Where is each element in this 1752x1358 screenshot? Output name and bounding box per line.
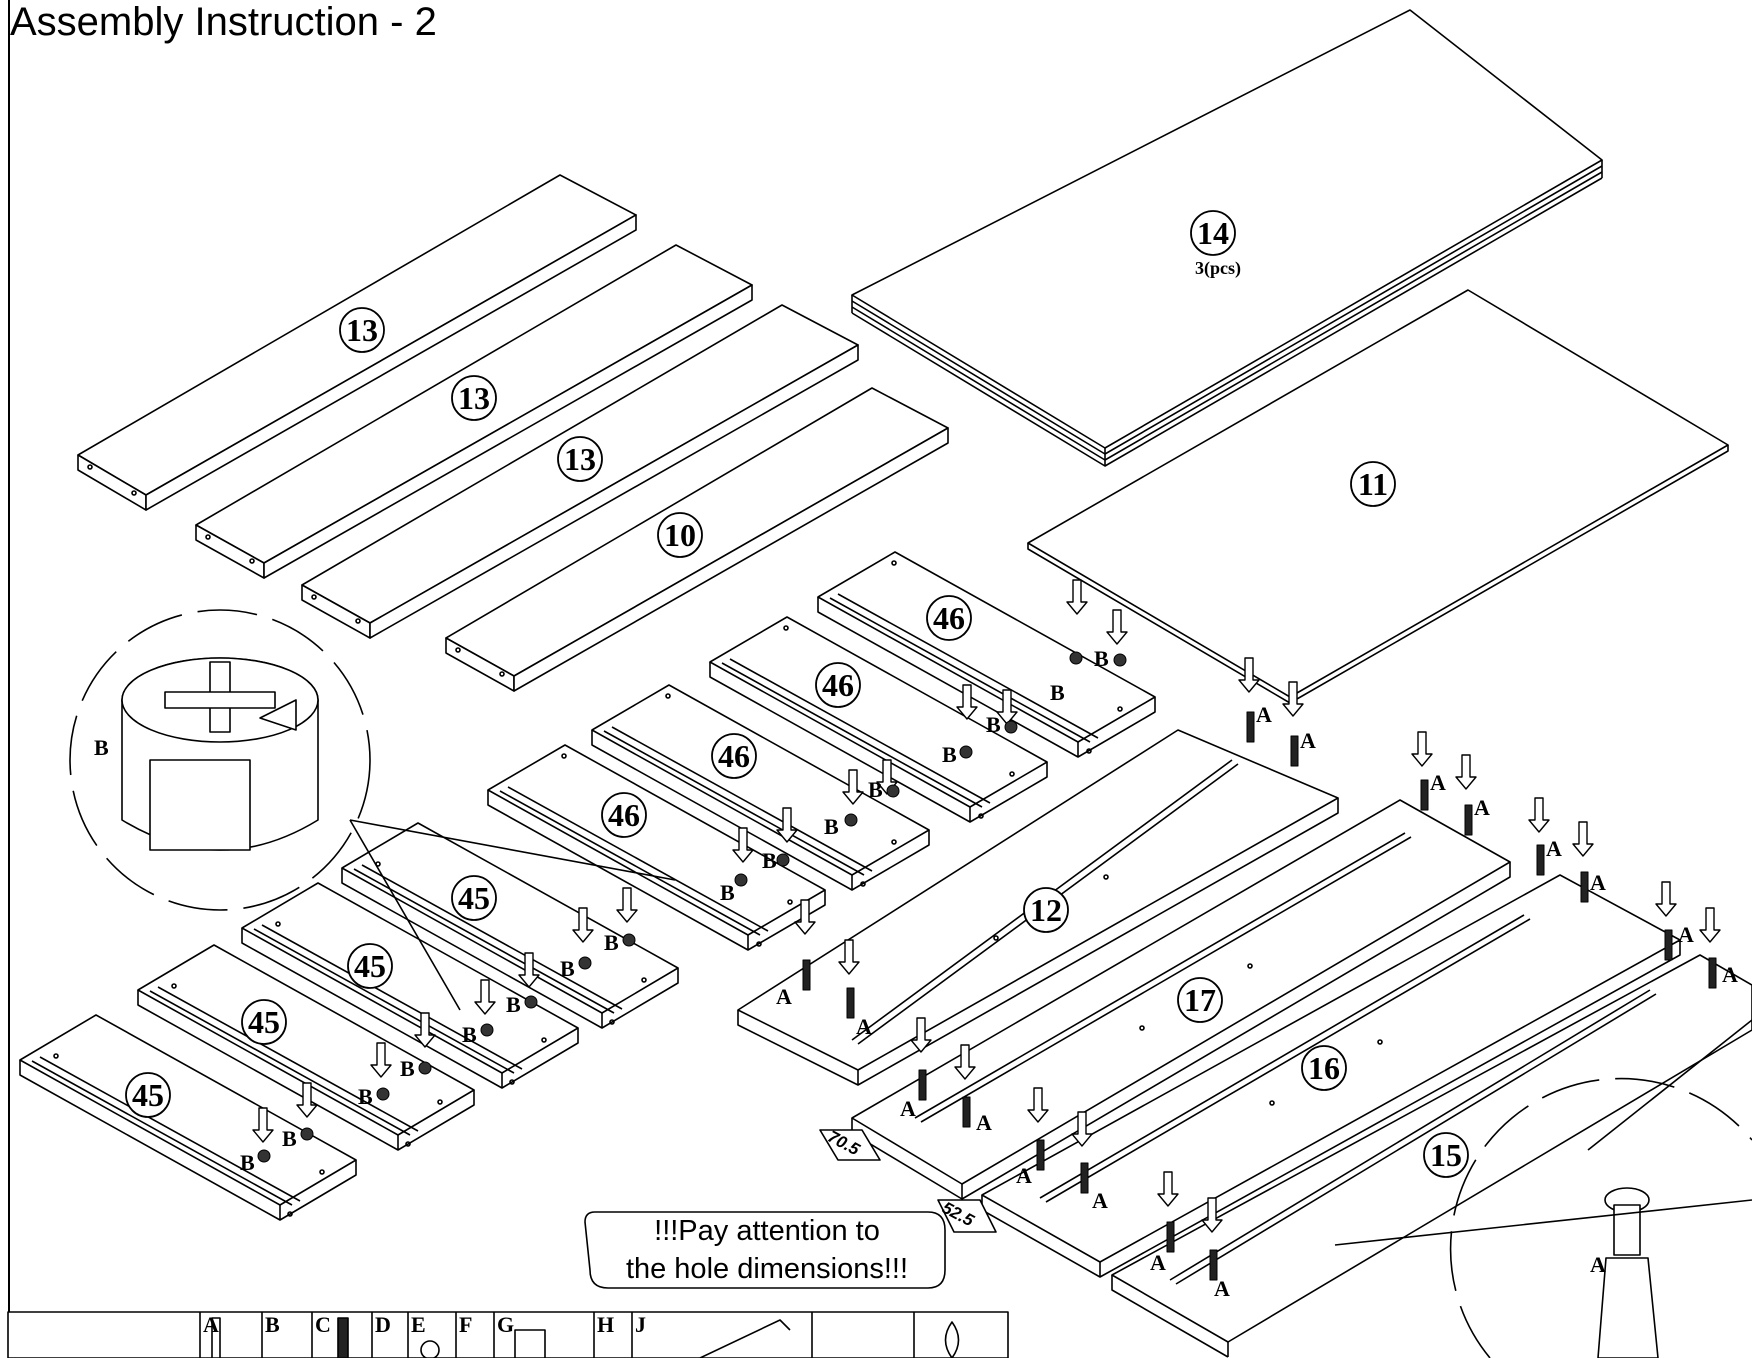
fastener-label-a: A: [900, 1096, 916, 1121]
hardware-header-h: H: [597, 1312, 614, 1337]
note-line-2: the hole dimensions!!!: [626, 1253, 908, 1285]
fastener-label-a: A: [1016, 1163, 1032, 1188]
part-label-12: 12: [1030, 892, 1062, 928]
board-46b: [709, 616, 1048, 823]
fastener-label-a: A: [1546, 836, 1562, 861]
fastener-label-a: A: [1300, 728, 1316, 753]
hardware-header-g: G: [497, 1312, 514, 1337]
page-title: Assembly Instruction - 2: [10, 0, 437, 44]
fastener-label-a: A: [1474, 795, 1490, 820]
fastener-label-b: B: [506, 992, 521, 1017]
part-label-46b: 46: [822, 667, 854, 703]
fastener-label-b: B: [986, 712, 1001, 737]
fastener-label-a: A: [1590, 870, 1606, 895]
fastener-label-b: B: [942, 742, 957, 767]
fastener-label-a: A: [1214, 1276, 1230, 1301]
hardware-header-a: A: [203, 1312, 219, 1337]
fastener-label-b: B: [282, 1126, 297, 1151]
dimension-tag-70-5: [819, 1129, 881, 1161]
fastener-label-b: B: [1050, 680, 1065, 705]
part-label-10: 10: [664, 517, 696, 553]
hardware-header-b: B: [265, 1312, 280, 1337]
part-label-11: 11: [1358, 466, 1388, 502]
board-45b: [241, 882, 579, 1089]
fastener-label-b: B: [400, 1056, 415, 1081]
fastener-label-a: A: [1722, 962, 1738, 987]
fastener-label-a: A: [776, 984, 792, 1009]
part-label-46c: 46: [718, 738, 750, 774]
fastener-label-b: B: [604, 930, 619, 955]
hardware-header-f: F: [459, 1312, 472, 1337]
part-circles: [125, 210, 1469, 1178]
fastener-label-b: B: [358, 1084, 373, 1109]
fastener-label-a: A: [1092, 1188, 1108, 1213]
part-label-13b: 13: [458, 380, 490, 416]
hardware-header-e: E: [411, 1312, 426, 1337]
cam-dowel-detail: [1334, 1019, 1752, 1358]
fastener-label-a: A: [856, 1014, 872, 1039]
board-45a: [341, 822, 679, 1029]
note-balloon: [584, 1211, 946, 1289]
note-line-1: !!!Pay attention to: [654, 1215, 880, 1247]
hardware-header-d: D: [375, 1312, 391, 1337]
detail-label-b: B: [94, 735, 109, 760]
part-label-45a: 45: [458, 880, 490, 916]
hardware-header-c: C: [315, 1312, 331, 1337]
board-46c: [591, 684, 930, 891]
fastener-label-b: B: [762, 848, 777, 873]
part-label-45b: 45: [354, 948, 386, 984]
part-14-quantity: 3(pcs): [1195, 258, 1241, 279]
cam-lock-detail: [69, 609, 676, 1011]
part-label-14: 14: [1197, 215, 1229, 251]
hardware-table: [7, 1311, 1009, 1358]
fastener-label-b: B: [240, 1150, 255, 1175]
fastener-label-b: B: [462, 1022, 477, 1047]
page-border: [8, 0, 10, 1358]
cam-locks: [257, 651, 1127, 1163]
detail-label-a: A: [1590, 1252, 1606, 1277]
fastener-label-a: A: [1256, 702, 1272, 727]
fastener-label-a: A: [1678, 922, 1694, 947]
part-label-13a: 13: [346, 312, 378, 348]
part-label-46a: 46: [933, 600, 965, 636]
part-label-46d: 46: [608, 797, 640, 833]
part-label-16: 16: [1308, 1050, 1340, 1086]
fastener-label-b: B: [720, 880, 735, 905]
cam-dowels: [802, 711, 1717, 1281]
part-label-13c: 13: [564, 441, 596, 477]
hardware-header-j: J: [635, 1312, 646, 1337]
fastener-label-a: A: [1430, 770, 1446, 795]
part-label-45d: 45: [132, 1077, 164, 1113]
part-label-15: 15: [1430, 1137, 1462, 1173]
fastener-label-a: A: [1150, 1250, 1166, 1275]
fastener-label-b: B: [560, 956, 575, 981]
dimension-tag-52-5: [937, 1199, 997, 1233]
board-46d: [487, 744, 826, 951]
part-label-17: 17: [1184, 982, 1216, 1018]
part-label-45c: 45: [248, 1004, 280, 1040]
board-45d: [19, 1014, 357, 1221]
insertion-arrows: [252, 579, 1721, 1233]
fastener-label-b: B: [824, 814, 839, 839]
fastener-label-b: B: [868, 777, 883, 802]
board-46a: [817, 551, 1156, 758]
fastener-label-b: B: [1094, 646, 1109, 671]
fastener-label-a: A: [976, 1110, 992, 1135]
